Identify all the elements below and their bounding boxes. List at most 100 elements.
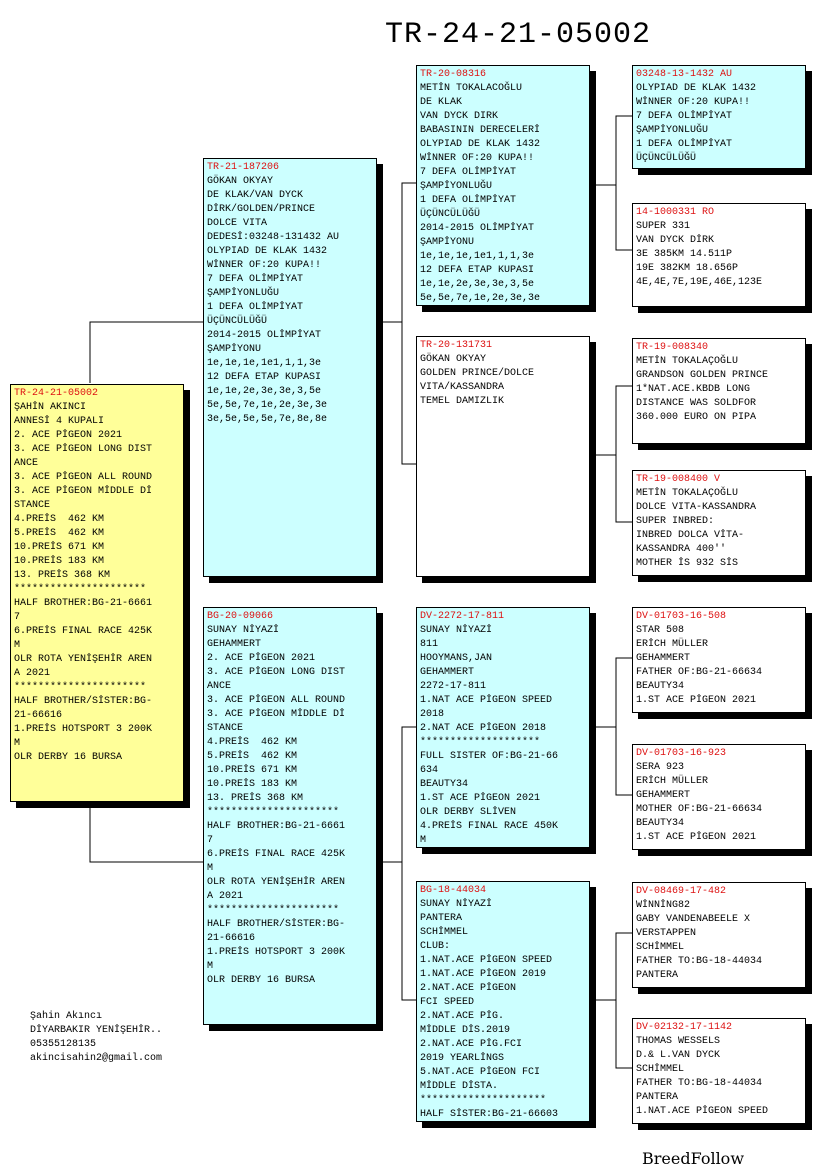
detail-line: 10.PREİS 671 KM	[14, 542, 105, 553]
detail-line: GÖKAN OKYAY	[420, 354, 487, 365]
sss-ring: 03248-13-1432 AU	[636, 69, 733, 80]
breeder-email[interactable]: akincisahin2@gmail.com	[30, 1053, 163, 1064]
detail-line: 3. ACE PİGEON LONG DIST	[14, 444, 153, 455]
detail-line: 7	[207, 835, 214, 846]
breeder-name: Şahin Akıncı	[30, 1011, 103, 1022]
sire-dam-ring: TR-20-131731	[420, 340, 493, 351]
detail-line: OLR ROTA YENİŞEHİR AREN	[14, 654, 153, 665]
detail-line: STANCE	[14, 500, 51, 511]
detail-line: HALF BROTHER:BG-21-6661	[14, 598, 153, 609]
detail-line: WİNNER OF:20 KUPA!!	[420, 153, 535, 164]
detail-line: GEHAMMERT	[420, 667, 475, 678]
sire-sire-ring: TR-20-08316	[420, 69, 487, 80]
detail-line: 3. ACE PİGEON LONG DIST	[207, 667, 346, 678]
detail-line: 1.ST ACE PİGEON 2021	[636, 832, 757, 843]
detail-line: WİNNER OF:20 KUPA!!	[207, 260, 322, 271]
detail-line: HALF SİSTER:BG-21-66603	[420, 1109, 559, 1120]
detail-line: ERİCH MÜLLER	[636, 639, 709, 650]
detail-line: 5e,5e,7e,1e,2e,3e,3e	[420, 293, 541, 304]
detail-line: 1.PREİS HOTSPORT 3 200K	[207, 947, 346, 958]
detail-line: INBRED DOLCA VİTA-	[636, 530, 745, 541]
detail-line: 1.PREİS HOTSPORT 3 200K	[14, 724, 153, 735]
detail-line: D.& L.VAN DYCK	[636, 1050, 721, 1061]
detail-line: ********************	[420, 737, 541, 748]
detail-line: 2.NAT.ACE PİGEON	[420, 983, 517, 994]
detail-line: MOTHER OF:BG-21-66634	[636, 804, 763, 815]
detail-line: 2014-2015 OLİMPİYAT	[207, 330, 322, 341]
detail-line: 1.NAT ACE PİGEON SPEED	[420, 695, 553, 706]
detail-line: DISTANCE WAS SOLDFOR	[636, 398, 757, 409]
detail-line: BEAUTY34	[636, 818, 685, 829]
detail-line: ANCE	[14, 458, 39, 469]
ssd-ring: 14-1000331 RO	[636, 207, 715, 218]
detail-line: ŞAMPİYONLUĞU	[207, 288, 280, 299]
detail-line: PANTERA	[636, 1092, 679, 1103]
breeder-city: DİYARBAKIR YENİŞEHİR..	[30, 1025, 163, 1036]
detail-line: 634	[420, 765, 439, 776]
detail-line: A 2021	[207, 891, 244, 902]
detail-line: MOTHER İS 932 SİS	[636, 558, 739, 569]
detail-line: MİDDLE DİSTA.	[420, 1081, 499, 1092]
detail-line: **********************	[207, 807, 340, 818]
detail-line: 10.PREİS 671 KM	[207, 765, 298, 776]
detail-line: VITA/KASSANDRA	[420, 382, 505, 393]
detail-line: ŞAMPİYONLUĞU	[636, 125, 709, 136]
detail-line: 5.PREİS 462 KM	[14, 528, 105, 539]
detail-line: METİN TOKALACOĞLU	[420, 83, 523, 94]
detail-line: OLYPIAD DE KLAK 1432	[636, 83, 757, 94]
detail-line: DE KLAK	[420, 97, 463, 108]
detail-line: METİN TOKALAÇOĞLU	[636, 488, 739, 499]
detail-line: 1.NAT.ACE PİGEON SPEED	[420, 955, 553, 966]
detail-line: 2014-2015 OLİMPİYAT	[420, 223, 535, 234]
dss-ring: DV-01703-16-508	[636, 611, 727, 622]
detail-line: 19E 382KM 18.656P	[636, 263, 739, 274]
detail-line: 2. ACE PİGEON 2021	[207, 653, 316, 664]
detail-line: WİNNER OF:20 KUPA!!	[636, 97, 751, 108]
detail-line: CLUB:	[420, 941, 451, 952]
dam-dam-ring: BG-18-44034	[420, 885, 487, 896]
detail-line: 6.PREİS FINAL RACE 425K	[14, 626, 153, 637]
detail-line: OLR DERBY 16 BURSA	[207, 975, 316, 986]
detail-line: MİDDLE DİS.2019	[420, 1025, 511, 1036]
detail-line: 360.000 EURO ON PIPA	[636, 412, 757, 423]
detail-line: DOLCE VITA-KASSANDRA	[636, 502, 757, 513]
detail-line: 3E 385KM 14.511P	[636, 249, 733, 260]
detail-line: 10.PREİS 183 KM	[14, 556, 105, 567]
detail-line: ŞAMPİYONU	[420, 237, 475, 248]
detail-line: *********************	[420, 1095, 547, 1106]
detail-line: 5.PREİS 462 KM	[207, 751, 298, 762]
detail-line: 3. ACE PİGEON MİDDLE Dİ	[14, 486, 153, 497]
detail-line: SERA 923	[636, 762, 685, 773]
dam-ring: BG-20-09066	[207, 611, 274, 622]
detail-line: SUPER 331	[636, 221, 691, 232]
detail-line: ANNESİ 4 KUPALI	[14, 416, 105, 427]
detail-line: 2019 YEARLİNGS	[420, 1053, 505, 1064]
detail-line: 5e,5e,7e,1e,2e,3e,3e	[207, 400, 328, 411]
detail-line: **********************	[207, 905, 340, 916]
detail-line: OLYPIAD DE KLAK 1432	[207, 246, 328, 257]
detail-line: FULL SISTER OF:BG-21-66	[420, 751, 559, 762]
detail-line: SUNAY NİYAZİ	[207, 625, 280, 636]
detail-line: 3. ACE PİGEON ALL ROUND	[207, 695, 346, 706]
